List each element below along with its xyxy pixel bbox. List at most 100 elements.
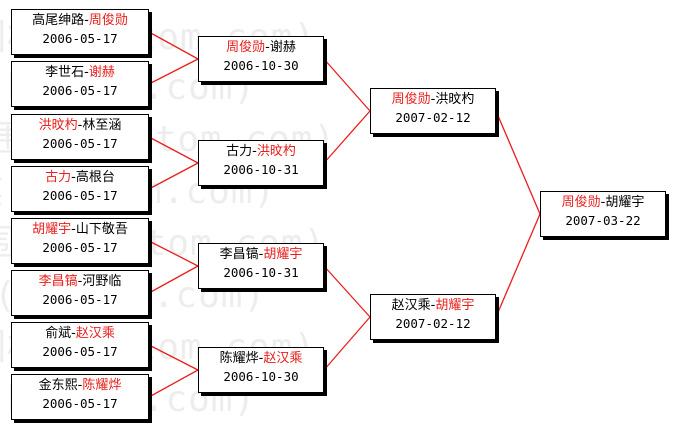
- separator: -: [71, 326, 76, 341]
- match-date: 2006-05-17: [42, 240, 118, 255]
- separator: -: [265, 40, 270, 55]
- bracket-connector: [148, 136, 199, 164]
- player-name: 洪旼杓: [256, 144, 296, 159]
- match-players: 周俊勋-胡耀宇: [541, 194, 665, 212]
- match-players: 金东熙-陈耀烨: [12, 377, 148, 395]
- match-date: 2006-05-17: [42, 344, 118, 359]
- bracket-connector: [323, 265, 371, 318]
- match-players: 古力-高根台: [12, 169, 148, 187]
- bracket-connector: [148, 240, 199, 267]
- player-name: 河野临: [82, 274, 122, 289]
- player-name: 李昌镐: [38, 274, 78, 289]
- bracket-connector: [148, 265, 199, 294]
- player-name: 陈耀烨: [82, 378, 122, 393]
- bracket-connector: [148, 58, 199, 85]
- player-name: 洪旼杓: [38, 118, 78, 133]
- match-players: 赵汉乘-胡耀宇: [371, 297, 495, 315]
- match-date: 2006-05-17: [42, 136, 118, 151]
- separator: -: [258, 351, 264, 366]
- match-players: 高尾绅路-周俊勋: [12, 12, 148, 30]
- separator: -: [430, 298, 436, 313]
- player-name: 山下敬吾: [75, 222, 128, 237]
- separator: -: [77, 378, 83, 393]
- player-name: 古力: [226, 144, 253, 159]
- player-name: 周俊勋: [88, 13, 128, 28]
- player-name: 胡耀宇: [605, 195, 645, 210]
- separator: -: [258, 247, 264, 262]
- separator: -: [71, 222, 76, 237]
- bracket-connector: [495, 110, 541, 215]
- player-name: 胡耀宇: [263, 247, 303, 262]
- separator: -: [84, 65, 89, 80]
- bracket-connector: [148, 369, 199, 398]
- match-players: 古力-洪旼杓: [199, 143, 323, 161]
- separator: -: [430, 92, 436, 107]
- player-name: 高尾绅路: [32, 13, 85, 28]
- match-date: 2006-05-17: [42, 396, 118, 411]
- separator: -: [77, 274, 83, 289]
- player-name: 赵汉乘: [263, 351, 303, 366]
- separator: -: [77, 118, 83, 133]
- player-name: 金东熙: [38, 378, 78, 393]
- match-players: 胡耀宇-山下敬吾: [12, 221, 148, 239]
- player-name: 周俊勋: [561, 195, 601, 210]
- match-date: 2006-10-30: [223, 58, 299, 73]
- player-name: 谢赫: [88, 65, 115, 80]
- match-date: 2007-02-12: [395, 316, 471, 331]
- bracket-connector: [323, 110, 371, 164]
- player-name: 李世石: [45, 65, 85, 80]
- bracket-connector: [495, 213, 541, 318]
- player-name: 谢赫: [269, 40, 296, 55]
- player-name: 周俊勋: [226, 40, 266, 55]
- match-players: 陈耀烨-赵汉乘: [199, 350, 323, 368]
- separator: -: [84, 13, 89, 28]
- bracket-connector: [148, 344, 199, 371]
- match-date: 2006-05-17: [42, 188, 118, 203]
- bracket-connector: [323, 58, 371, 112]
- match-players: 洪旼杓-林至涵: [12, 117, 148, 135]
- match-date: 2006-10-30: [223, 369, 299, 384]
- match-players: 李昌镐-河野临: [12, 273, 148, 291]
- player-name: 俞斌: [45, 326, 72, 341]
- player-name: 陈耀烨: [219, 351, 259, 366]
- match-players: 李昌镐-胡耀宇: [199, 246, 323, 264]
- player-name: 赵汉乘: [391, 298, 431, 313]
- match-date: 2006-05-17: [42, 31, 118, 46]
- bracket-connector: [148, 162, 199, 190]
- separator: -: [600, 195, 606, 210]
- player-name: 林至涵: [82, 118, 122, 133]
- player-name: 李昌镐: [219, 247, 259, 262]
- match-players: 周俊勋-洪旼杓: [371, 91, 495, 109]
- player-name: 胡耀宇: [32, 222, 72, 237]
- match-players: 李世石-谢赫: [12, 64, 148, 82]
- match-date: 2007-03-22: [565, 213, 641, 228]
- player-name: 洪旼杓: [435, 92, 475, 107]
- bracket-connector: [148, 31, 199, 60]
- player-name: 高根台: [75, 170, 115, 185]
- separator: -: [71, 170, 76, 185]
- separator: -: [252, 144, 257, 159]
- match-date: 2006-10-31: [223, 265, 299, 280]
- match-players: 周俊勋-谢赫: [199, 39, 323, 57]
- player-name: 胡耀宇: [435, 298, 475, 313]
- match-date: 2007-02-12: [395, 110, 471, 125]
- bracket-connector: [323, 316, 371, 371]
- match-date: 2006-05-17: [42, 83, 118, 98]
- match-players: 俞斌-赵汉乘: [12, 325, 148, 343]
